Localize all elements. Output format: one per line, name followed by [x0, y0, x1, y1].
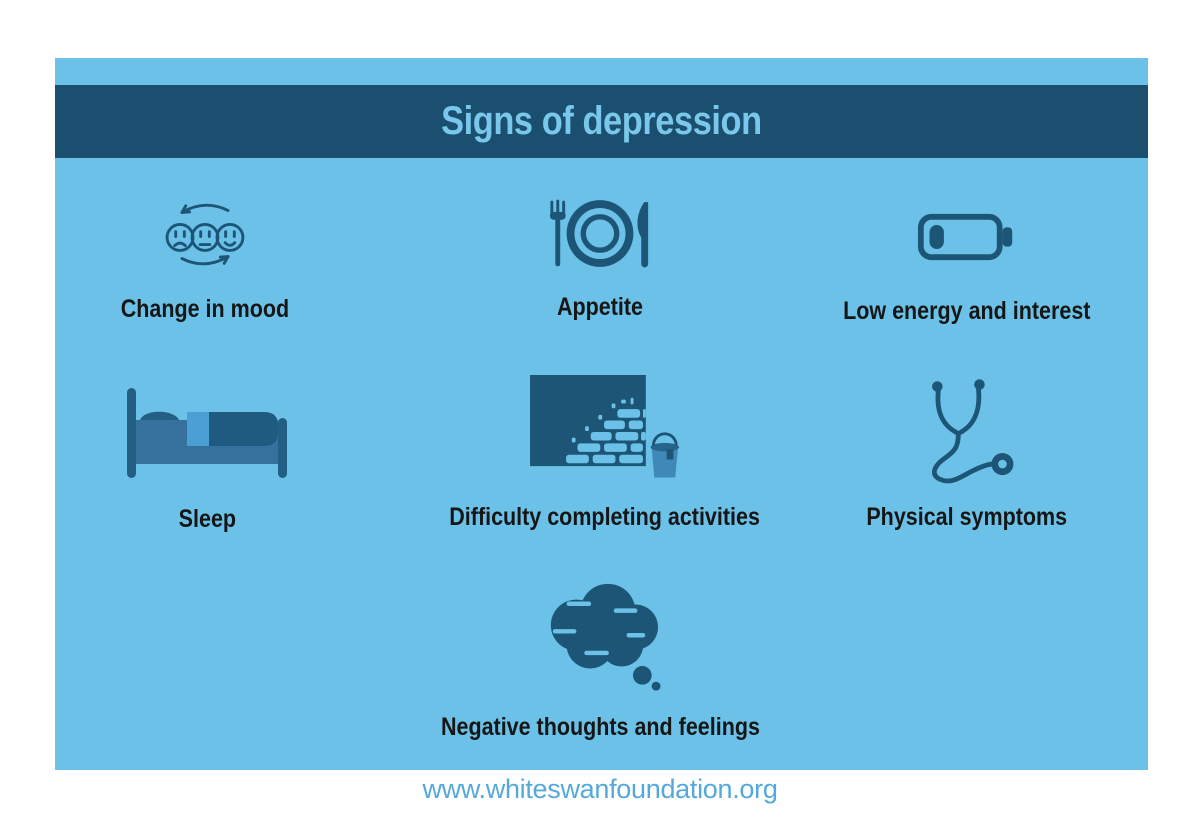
item-label: Physical symptoms [850, 502, 1083, 532]
footer: www.whiteswanfoundation.org [0, 774, 1200, 805]
item-label-text: Physical symptoms [866, 503, 1068, 531]
page-title-text: Signs of depression [441, 99, 762, 143]
item-label: Change in mood [107, 294, 303, 324]
unfinished-brick-wall-icon [530, 374, 680, 488]
item-label: Low energy and interest [823, 296, 1111, 326]
item-appetite: Appetite [420, 194, 780, 322]
low-battery-icon [917, 198, 1017, 276]
mood-cycle-icon [157, 196, 253, 274]
item-label-text: Low energy and interest [843, 297, 1091, 325]
item-physical: Physical symptoms [787, 374, 1147, 532]
item-sleep: Sleep [27, 376, 387, 534]
item-label-text: Negative thoughts and feelings [440, 713, 760, 741]
item-label-text: Appetite [557, 293, 643, 321]
item-label: Difficulty completing activities [424, 502, 785, 532]
infographic-card: Signs of depression [55, 58, 1148, 770]
page-title: Signs of depression [415, 99, 788, 144]
plate-and-cutlery-icon [545, 194, 655, 272]
item-label: Negative thoughts and feelings [415, 712, 786, 742]
footer-url[interactable]: www.whiteswanfoundation.org [422, 774, 778, 804]
item-label-text: Difficulty completing activities [449, 503, 761, 531]
item-change-in-mood: Change in mood [25, 196, 385, 324]
item-label-text: Change in mood [120, 295, 290, 323]
stethoscope-icon [917, 374, 1017, 488]
item-negative-thoughts: Negative thoughts and feelings [420, 574, 780, 742]
item-low-energy: Low energy and interest [787, 198, 1147, 326]
item-difficulty: Difficulty completing activities [425, 374, 785, 532]
item-label-text: Sleep [178, 505, 236, 533]
header-bar: Signs of depression [55, 85, 1148, 158]
item-label: Sleep [174, 504, 241, 534]
bed-icon [125, 376, 289, 490]
item-label: Appetite [550, 292, 650, 322]
thought-cloud-icon [531, 574, 669, 696]
